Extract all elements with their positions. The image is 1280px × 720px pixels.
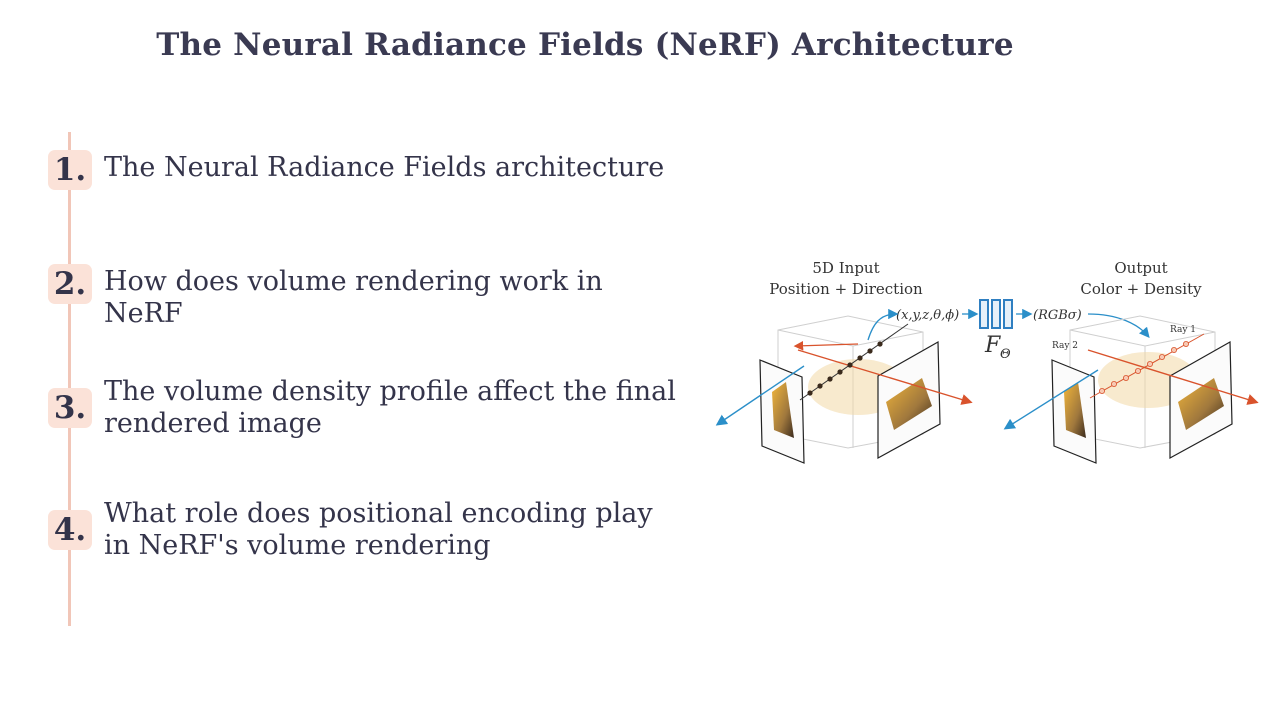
output-variables: (RGBσ) [1033, 308, 1082, 323]
image-plane-left-output [1051, 359, 1097, 464]
ray-red-back [793, 340, 859, 351]
item-number-badge: 2. [48, 264, 92, 304]
slide-title: The Neural Radiance Fields (NeRF) Archit… [156, 27, 1014, 63]
arrow-to-output [1087, 313, 1150, 338]
image-plane-right [877, 340, 941, 460]
output-subtitle: Color + Density [1080, 280, 1202, 298]
ray-red-left [797, 349, 973, 405]
network-subscript: Θ [1000, 347, 1011, 362]
image-plane-right-output [1169, 340, 1233, 460]
ray-blue-right [1003, 369, 1099, 430]
ray-red-right [1087, 349, 1259, 405]
network-label: F [984, 333, 1001, 358]
output-title: Output [1114, 259, 1167, 277]
item-text: The Neural Radiance Fields architecture [104, 152, 665, 183]
image-plane-left [759, 359, 805, 464]
input-subtitle: Position + Direction [769, 280, 923, 298]
item-number-badge: 4. [48, 510, 92, 550]
item-number-badge: 3. [48, 388, 92, 428]
input-variables: (x,y,z,θ,ϕ) [896, 308, 959, 323]
arrow-to-input [867, 308, 899, 341]
nerf-diagram-svg: 5D Input Position + Direction [715, 259, 1259, 464]
item-text: The volume density profile affect the fi… [104, 376, 676, 439]
ray-1-label: Ray 1 [1170, 325, 1196, 335]
network-block [979, 299, 1013, 329]
ray-2-label: Ray 2 [1052, 341, 1078, 351]
sample-points [807, 341, 883, 396]
item-text: How does volume rendering work in NeRF [104, 266, 603, 329]
input-title: 5D Input [812, 259, 879, 277]
nerf-diagram: 5D Input Position + Direction [708, 252, 1260, 470]
item-text: What role does positional encoding play … [104, 498, 653, 561]
ray-blue-left [715, 365, 805, 426]
item-number-badge: 1. [48, 150, 92, 190]
color-samples [1098, 341, 1189, 394]
timeline-line [68, 132, 71, 626]
